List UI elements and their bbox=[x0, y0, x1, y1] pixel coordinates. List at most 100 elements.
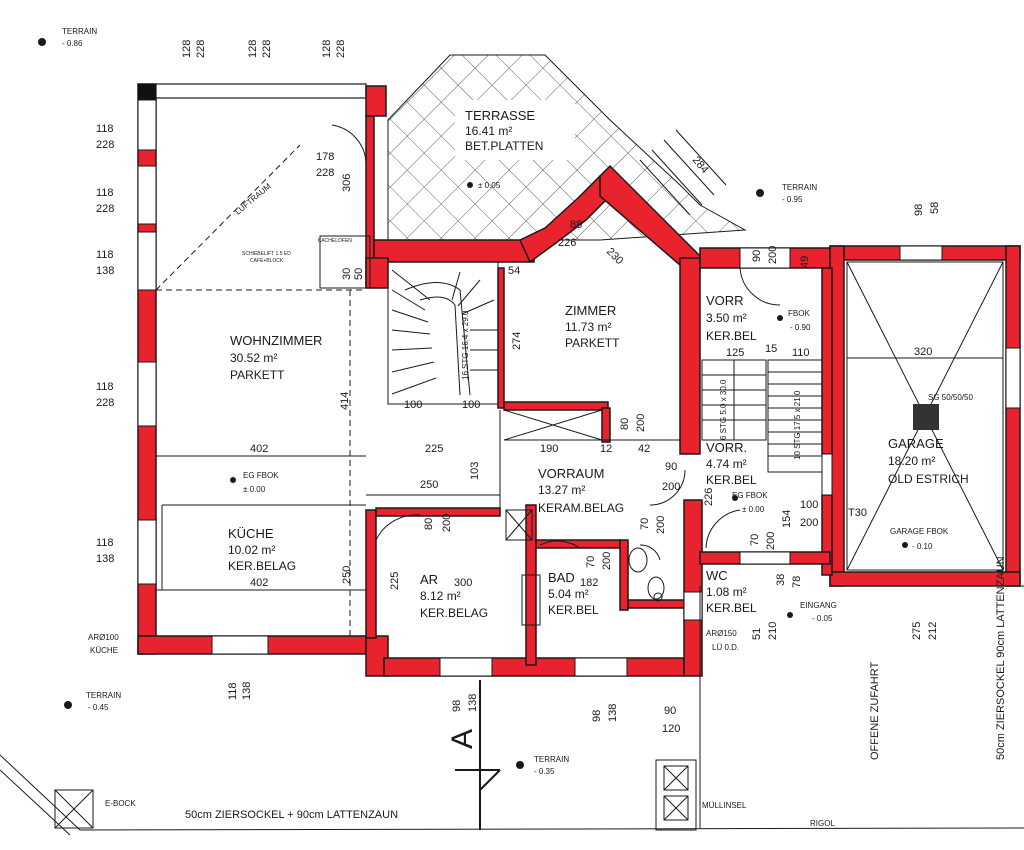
dim-98a: 98 bbox=[913, 204, 925, 216]
aro100-label: ARØ100 bbox=[88, 633, 119, 642]
level-markers bbox=[38, 38, 908, 769]
wohnzimmer-finish: PARKETT bbox=[230, 368, 285, 382]
dim-50: 50 bbox=[353, 268, 365, 280]
dim-210: 210 bbox=[767, 622, 779, 640]
dim-l2a: 118 bbox=[96, 187, 114, 199]
dim-l3b: 138 bbox=[96, 265, 114, 277]
dim-70c: 70 bbox=[749, 534, 761, 546]
terrain-left-value: - 0.45 bbox=[88, 703, 109, 712]
dim-320: 320 bbox=[914, 346, 932, 358]
dim-l4a: 118 bbox=[96, 381, 114, 393]
dim-b98b: 98 bbox=[591, 710, 603, 722]
terrasse-level: ± 0.05 bbox=[478, 181, 501, 190]
dim-49: 49 bbox=[799, 256, 811, 268]
dim-200d: 200 bbox=[662, 481, 680, 493]
dim-110: 110 bbox=[792, 347, 810, 359]
site-boundary bbox=[0, 585, 1024, 836]
interior-lines bbox=[155, 144, 1004, 636]
vorraum-area: 13.27 m² bbox=[538, 483, 585, 497]
terrain-bottom-label: TERRAIN bbox=[534, 755, 569, 764]
dim-58: 58 bbox=[929, 202, 941, 214]
kueche-name: KÜCHE bbox=[228, 526, 274, 541]
stair-terrasse bbox=[639, 129, 727, 216]
ar-area: 8.12 m² bbox=[420, 589, 461, 603]
dim-70a: 70 bbox=[639, 518, 651, 530]
eingang-label: EINGANG bbox=[800, 601, 837, 610]
vorr2-finish: KER.BEL bbox=[706, 473, 757, 487]
bad-area: 5.04 m² bbox=[548, 587, 589, 601]
dim-30: 30 bbox=[341, 268, 353, 280]
garage-name: GARAGE bbox=[888, 436, 944, 451]
dim-250b: 250 bbox=[341, 566, 353, 584]
dim-306: 306 bbox=[341, 174, 353, 192]
zimmer-finish: PARKETT bbox=[565, 336, 620, 350]
dim-42: 42 bbox=[638, 443, 650, 455]
stair-mid bbox=[701, 359, 767, 441]
terrasse-area: 16.41 m² bbox=[465, 124, 512, 138]
zimmer-name: ZIMMER bbox=[565, 303, 616, 318]
dim-l1a: 118 bbox=[96, 123, 114, 135]
dim-230: 230 bbox=[604, 246, 625, 267]
dim-178: 178 bbox=[316, 151, 334, 163]
luftraum-label: LUFTRAUM bbox=[234, 181, 273, 216]
dim-212: 212 bbox=[927, 622, 939, 640]
vorr2-area: 4.74 m² bbox=[706, 457, 747, 471]
ar-finish: KER.BELAG bbox=[420, 606, 488, 620]
terrain-tl-label: TERRAIN bbox=[62, 27, 97, 36]
ziersockel-right-label: 50cm ZIERSOCKEL 90cm LATTENZAUN bbox=[995, 556, 1007, 760]
stair-mid-label: 6 STG 5.0 x 30.0 bbox=[719, 379, 728, 440]
fbok-vorr-value: - 0.90 bbox=[790, 323, 811, 332]
dim-b98a: 98 bbox=[451, 700, 463, 712]
dim-100a: 100 bbox=[404, 399, 422, 411]
dim-88: 88 bbox=[570, 219, 582, 231]
dim-250: 250 bbox=[420, 479, 438, 491]
dim-80b: 80 bbox=[619, 418, 631, 430]
bad-name: BAD bbox=[548, 570, 575, 585]
dim-154: 154 bbox=[781, 510, 793, 528]
bad-finish: KER.BEL bbox=[548, 603, 599, 617]
dim-12: 12 bbox=[600, 443, 612, 455]
dim-414: 414 bbox=[339, 392, 351, 410]
kueche-finish: KER.BELAG bbox=[228, 559, 296, 573]
dim-70b: 70 bbox=[585, 556, 597, 568]
cafe-label: CAFE+BLOCK bbox=[250, 258, 284, 264]
dim-l1b: 228 bbox=[96, 139, 114, 151]
eg-fbok-right-value: ± 0.00 bbox=[742, 505, 765, 514]
dim-top-1: 128 bbox=[181, 40, 193, 58]
dim-200f: 200 bbox=[601, 552, 613, 570]
dim-200i: 200 bbox=[767, 246, 779, 264]
wohnzimmer-area: 30.52 m² bbox=[230, 351, 277, 365]
sg-label: SG 50/50/50 bbox=[928, 393, 973, 402]
fixtures bbox=[521, 547, 665, 626]
section-marker: A bbox=[446, 729, 479, 749]
dim-275: 275 bbox=[911, 622, 923, 640]
dim-top-5: 128 bbox=[321, 40, 333, 58]
dim-b138b: 138 bbox=[467, 694, 479, 712]
dim-200e: 200 bbox=[655, 516, 667, 534]
dim-l4b: 228 bbox=[96, 397, 114, 409]
dim-284: 284 bbox=[690, 154, 711, 176]
stair-main-label: 16 STG 16.4 x 29.0 bbox=[461, 310, 470, 380]
eg-fbok-label: EG FBOK bbox=[243, 471, 279, 480]
dim-200a: 200 bbox=[441, 514, 453, 532]
terrasse-area bbox=[387, 54, 747, 241]
dim-b120: 120 bbox=[662, 723, 680, 735]
dim-100b: 100 bbox=[462, 399, 480, 411]
dim-402b: 402 bbox=[250, 577, 268, 589]
dim-b118: 118 bbox=[227, 682, 239, 700]
windows bbox=[137, 99, 1021, 677]
wc-name: WC bbox=[706, 568, 728, 583]
wohnzimmer-name: WOHNZIMMER bbox=[230, 333, 322, 348]
garage-area: 18.20 m² bbox=[888, 454, 935, 468]
eg-fbok-right-label: EG FBOK bbox=[732, 491, 768, 500]
garage-fbok-value: - 0.10 bbox=[912, 542, 933, 551]
stair-right bbox=[767, 359, 823, 473]
vorr2-name: VORR. bbox=[706, 440, 747, 455]
vorraum-finish: KERAM.BELAG bbox=[538, 501, 624, 515]
zimmer-area: 11.73 m² bbox=[565, 320, 611, 334]
offene-zufahrt-label: OFFENE ZUFAHRT bbox=[869, 662, 881, 760]
terrain-tl-value: - 0.86 bbox=[62, 39, 83, 48]
kueche-area: 10.02 m² bbox=[228, 543, 275, 557]
vorr1-finish: KER.BEL bbox=[706, 329, 757, 343]
